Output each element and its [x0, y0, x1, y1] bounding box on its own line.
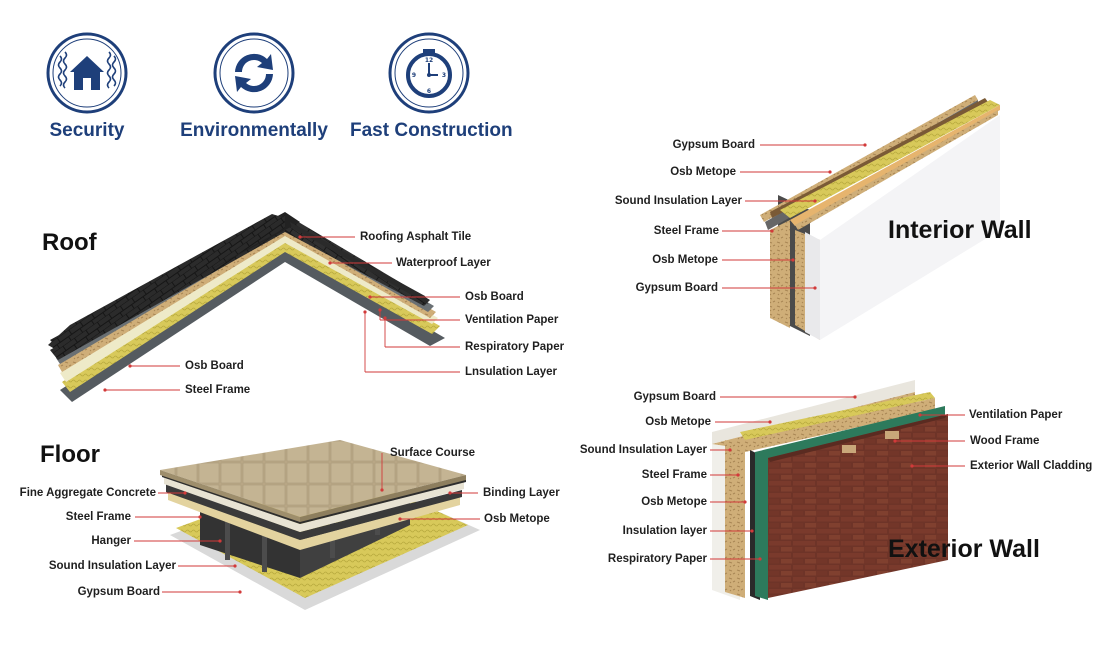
svg-text:6: 6 — [427, 88, 431, 95]
roof-label-steel-frame: Steel Frame — [185, 384, 251, 396]
roof-label-osb-board: Osb Board — [185, 360, 244, 372]
floor-label-hanger: Hanger — [91, 535, 131, 547]
floor-label-surface-course: Surface Course — [390, 447, 476, 459]
roof-label-waterproof-layer: Waterproof Layer — [396, 257, 491, 269]
feature-label-environmentally: Environmentally — [180, 120, 328, 141]
roof-title: Roof — [42, 229, 97, 256]
svg-text:3: 3 — [442, 72, 446, 79]
feature-label-fast-construction: Fast Construction — [350, 120, 513, 141]
svg-text:9: 9 — [412, 72, 416, 79]
exterior-label-gypsum-board: Gypsum Board — [633, 391, 716, 403]
exterior-label-osb-metope-top: Osb Metope — [645, 416, 711, 428]
roof-label-ventilation-paper: Ventilation Paper — [465, 314, 559, 326]
exterior-label-wood-frame: Wood Frame — [970, 435, 1040, 447]
interior-label-steel-frame: Steel Frame — [653, 225, 719, 237]
leader-lines — [105, 144, 965, 593]
roof-label-respiratory-paper: Respiratory Paper — [465, 341, 565, 353]
recycle-arrows-icon — [213, 32, 295, 114]
roof-label-osb-board-top: Osb Board — [465, 291, 524, 303]
exterior-label-sound-insulation-layer: Sound Insulation Layer — [579, 444, 707, 456]
interior-label-osb-metope-top: Osb Metope — [670, 166, 736, 178]
floor-label-sound-insulation-layer: Sound Insulation Layer — [48, 560, 176, 572]
floor-label-osb-metope: Osb Metope — [484, 513, 550, 525]
clock-icon: 12 3 6 9 — [388, 32, 470, 114]
interior-wall-illustration — [760, 95, 1000, 340]
roof-label-roofing-asphalt-tile: Roofing Asphalt Tile — [360, 231, 472, 243]
exterior-wall-title: Exterior Wall — [888, 535, 1040, 563]
interior-label-gypsum-board-top: Gypsum Board — [672, 139, 755, 151]
floor-title: Floor — [40, 441, 100, 468]
interior-label-gypsum-board: Gypsum Board — [635, 282, 718, 294]
interior-wall-title: Interior Wall — [888, 216, 1032, 244]
interior-label-osb-metope: Osb Metope — [652, 254, 718, 266]
feature-label-security: Security — [49, 120, 125, 141]
exterior-label-insulation-layer: Insulation layer — [622, 525, 707, 537]
floor-label-steel-frame: Steel Frame — [65, 511, 131, 523]
exterior-label-osb-metope: Osb Metope — [641, 496, 707, 508]
leader-dots — [103, 143, 922, 594]
floor-illustration — [160, 440, 480, 610]
roof-label-insulation-layer: Lnsulation Layer — [465, 366, 558, 378]
exterior-label-respiratory-paper: Respiratory Paper — [607, 553, 707, 565]
svg-text:12: 12 — [425, 57, 433, 64]
exterior-label-steel-frame: Steel Frame — [641, 469, 707, 481]
security-icon — [46, 32, 128, 114]
floor-label-binding-layer: Binding Layer — [483, 487, 560, 499]
exterior-label-ventilation-paper: Ventilation Paper — [969, 409, 1063, 421]
floor-label-fine-aggregate-concrete: Fine Aggregate Concrete — [19, 487, 156, 499]
floor-label-gypsum-board: Gypsum Board — [77, 586, 160, 598]
interior-label-sound-insulation-layer: Sound Insulation Layer — [614, 195, 742, 207]
exterior-label-exterior-wall-cladding: Exterior Wall Cladding — [970, 460, 1093, 472]
exterior-wall-illustration — [712, 380, 948, 600]
